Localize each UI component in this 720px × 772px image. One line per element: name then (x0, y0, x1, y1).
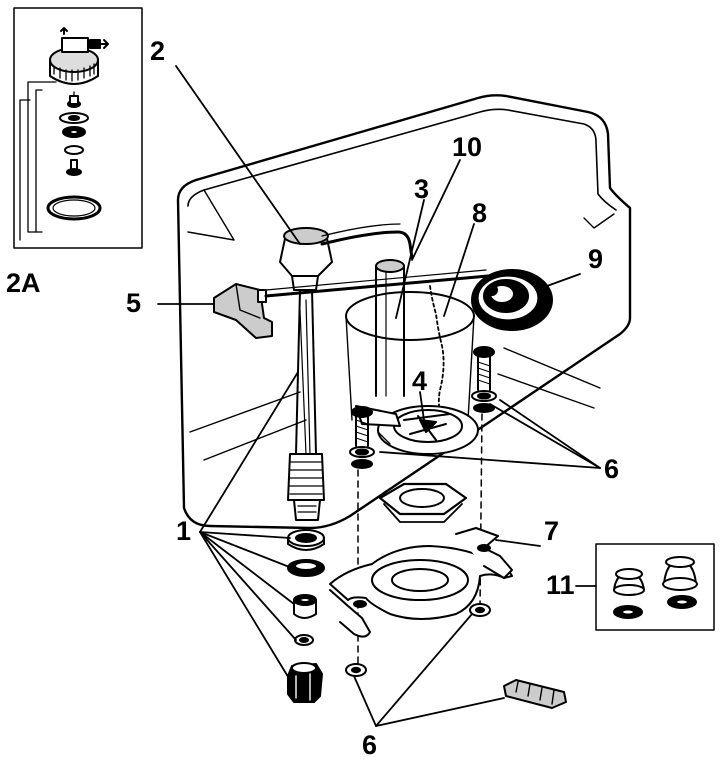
label-5: 5 (126, 288, 142, 318)
label-10: 10 (452, 132, 483, 162)
label-2: 2 (150, 36, 166, 66)
trip-lever-handle (213, 283, 273, 339)
overflow-tube (375, 259, 405, 397)
label-3: 3 (414, 174, 430, 204)
label-8: 8 (472, 198, 488, 228)
leader-lines (157, 65, 601, 727)
toilet-tank-body (176, 94, 632, 530)
inset-11-box (595, 543, 715, 631)
inset-2a-box (13, 7, 143, 249)
fill-valve (279, 223, 414, 521)
label-9: 9 (588, 244, 604, 274)
fill-valve-lower-parts (287, 529, 325, 703)
label-4: 4 (412, 366, 428, 396)
tank-to-bowl-gasket (329, 527, 513, 638)
wing-nut-strip (503, 679, 567, 709)
flush-valve-cylinder (345, 291, 475, 421)
flush-valve-base (355, 405, 479, 455)
label-6-lower: 6 (362, 730, 378, 760)
flapper (471, 269, 553, 331)
bottom-washer-left (345, 663, 367, 677)
tank-bolt-right (471, 346, 497, 413)
label-2a: 2A (6, 268, 41, 298)
trip-lever-arm (264, 269, 490, 298)
flapper-chain (429, 285, 447, 425)
tank-bolt-left (349, 406, 375, 469)
inset-2a-parts (19, 81, 102, 241)
label-7: 7 (544, 516, 560, 546)
fill-valve-cap-inset (49, 27, 109, 85)
label-11: 11 (546, 570, 575, 600)
spud-nut (378, 482, 468, 523)
bottom-washer-right (469, 603, 491, 617)
label-6-upper: 6 (604, 454, 620, 484)
label-1: 1 (176, 516, 192, 546)
bolt-centerlines (357, 413, 483, 667)
bolt-caps-inset (613, 556, 698, 619)
